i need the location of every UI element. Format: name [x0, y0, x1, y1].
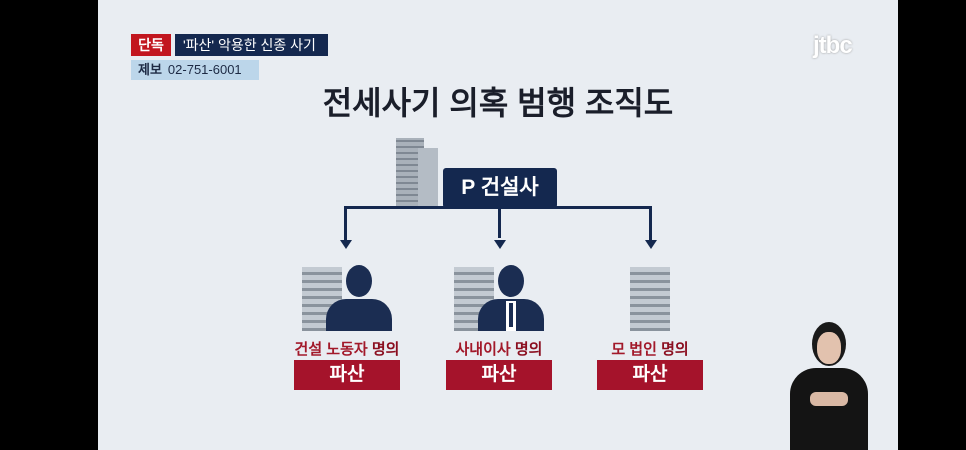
connector: [344, 206, 347, 240]
branch-name: 모 법인: [611, 341, 657, 358]
tip-phone: 02-751-6001: [167, 62, 242, 77]
branch-name: 사내이사: [455, 341, 511, 358]
branch-name: 건설 노동자: [294, 341, 368, 358]
arrow-icon: [645, 240, 657, 249]
bankruptcy-badge: 파산: [294, 360, 400, 390]
tip-label: 제보: [138, 62, 162, 77]
arrow-icon: [494, 240, 506, 249]
connector: [498, 208, 501, 238]
diagram-title: 전세사기 의혹 범행 조직도: [322, 85, 674, 121]
connector: [344, 206, 652, 209]
bankruptcy-badge: 파산: [597, 360, 703, 390]
sign-language-interpreter: [786, 320, 870, 450]
branch-suffix: 명의: [661, 341, 689, 358]
branch-suffix: 명의: [514, 341, 543, 358]
tip-line: 제보 02-751-6001: [131, 60, 259, 80]
jtbc-logo: jtbc: [813, 32, 853, 59]
bankruptcy-badge: 파산: [446, 360, 552, 390]
branch-label: 건설 노동자 명의: [267, 338, 427, 359]
headline-caption: '파산' 악용한 신종 사기: [175, 34, 328, 56]
connector: [649, 206, 652, 240]
exclusive-tag: 단독: [131, 34, 171, 56]
branch-label: 모 법인 명의: [570, 338, 730, 359]
person-icon: [326, 265, 392, 331]
arrow-icon: [340, 240, 352, 249]
video-frame: 단독 '파산' 악용한 신종 사기 제보 02-751-6001 jtbc 전세사…: [98, 0, 898, 450]
building-icon: [396, 138, 438, 208]
building-icon: [630, 267, 670, 331]
person-suit-icon: [478, 265, 544, 331]
branch-suffix: 명의: [371, 341, 400, 358]
branch-label: 사내이사 명의: [419, 338, 579, 359]
root-node-p-construction: P 건설사: [443, 168, 557, 208]
